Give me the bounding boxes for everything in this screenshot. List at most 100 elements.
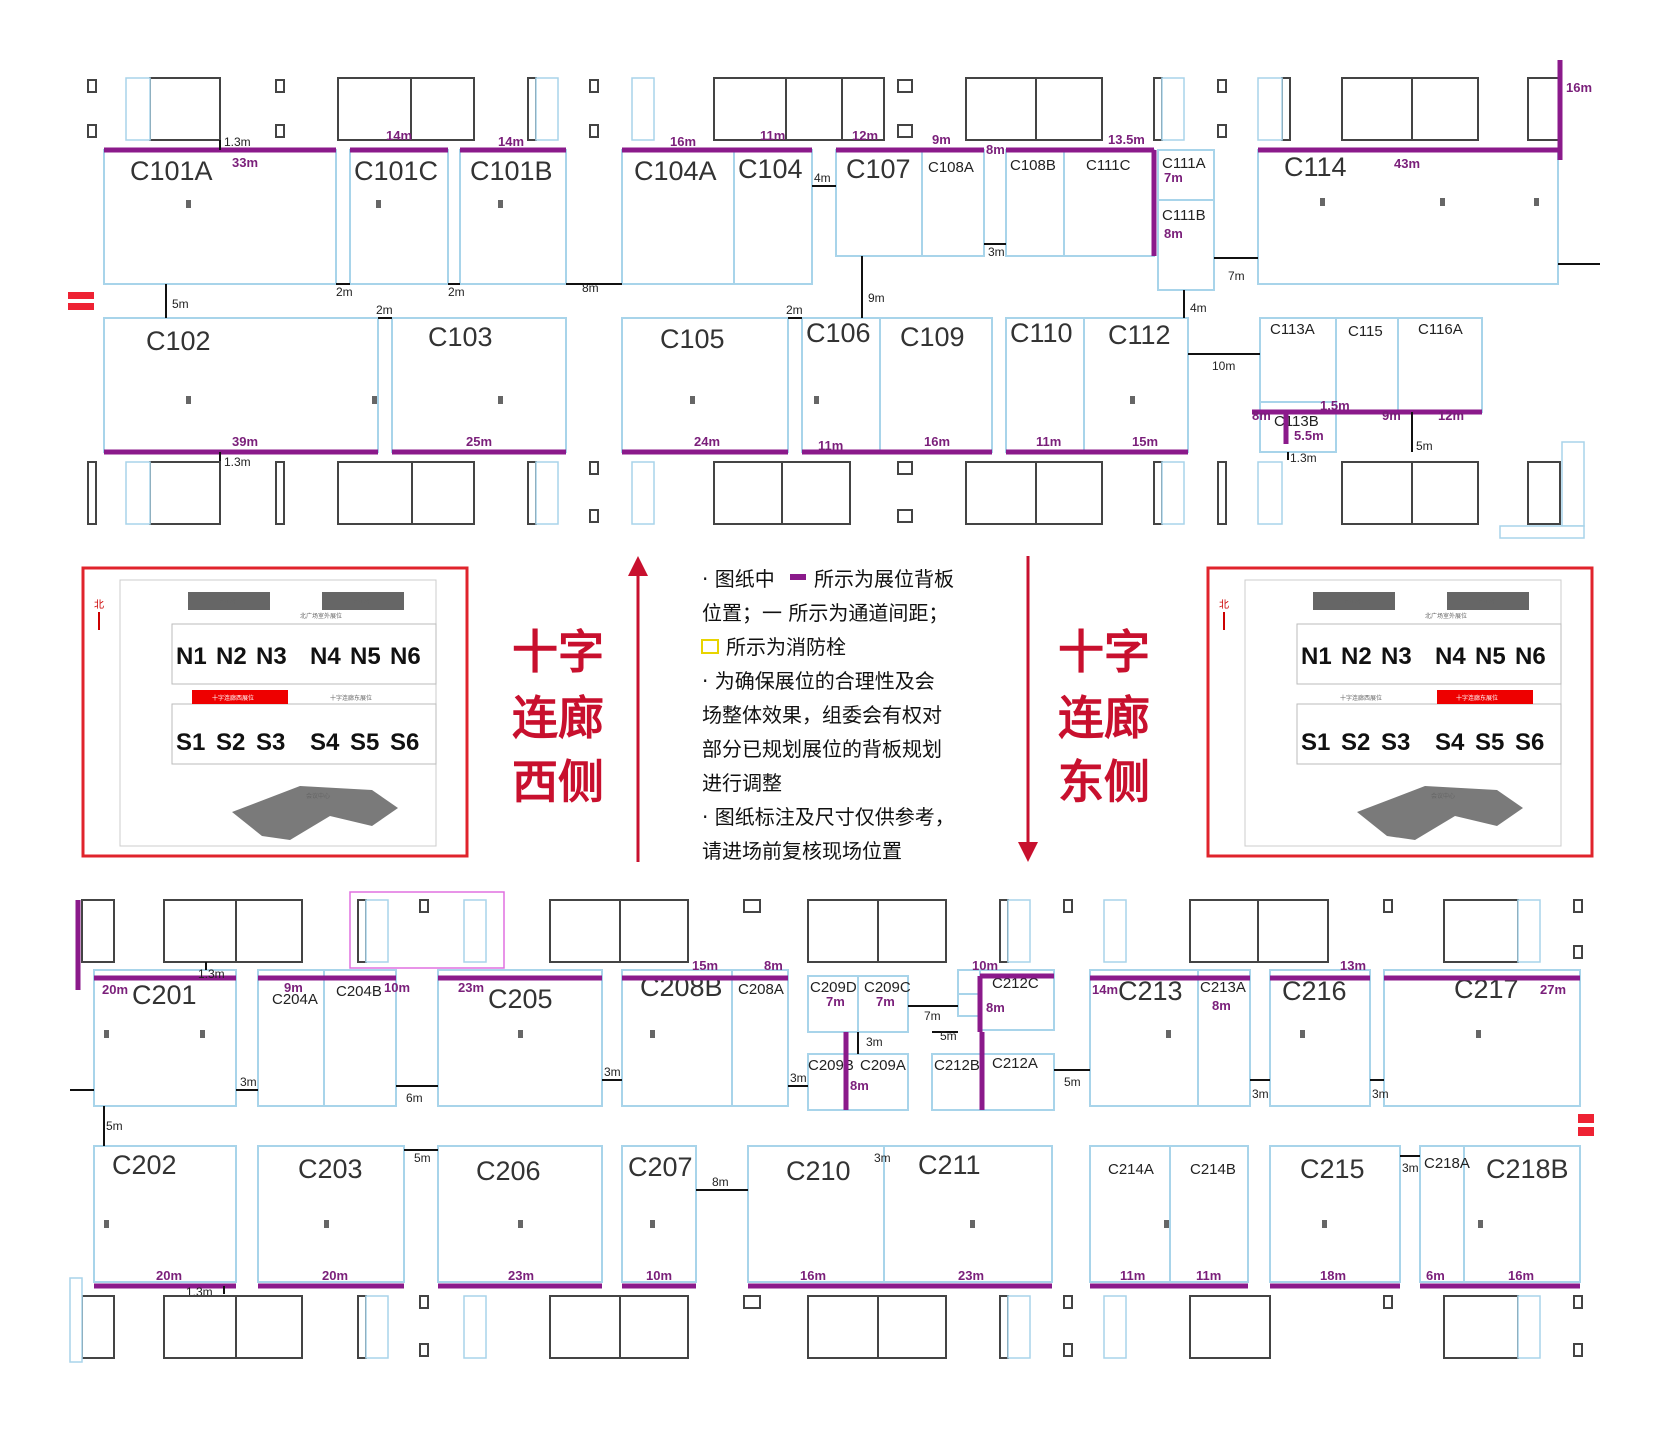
legend-line7: 进行调整 [702,771,782,795]
backboard-dim: 14m [498,134,524,149]
aisle-dim: 2m [786,303,803,317]
inset-zone-N1: N1 [176,643,207,670]
booth-label-C106: C106 [806,318,871,348]
inset-north-plaza-label: 北广场室外展位 [1425,612,1467,620]
booth-label-C103: C103 [428,322,493,352]
backboard-dim: 13m [1340,958,1366,973]
booth-label-C111A: C111A [1162,155,1206,172]
aisle-dim: 5m [940,1029,957,1043]
inset-map-east: 停车楼 停车楼 北广场室外展位 十字连廊西展位 十字连廊东展位 N1 N2 N3… [1206,566,1594,858]
east-entrance-icon [1578,1114,1594,1136]
backboard-dim: 1.5m [1320,398,1350,413]
inset-zone-S3: S3 [1381,729,1410,756]
booth-label-C116A: C116A [1418,321,1463,338]
booth-label-C203: C203 [298,1154,363,1184]
backboard-dim: 7m [876,994,895,1009]
aisle-dim: 5m [1064,1075,1081,1089]
aisle-dim: 3m [790,1071,807,1085]
inset-zone-N2: N2 [216,643,247,670]
south-booth-labels: C201 C204A C204B C205 C208B C208A C209D … [112,972,1569,1186]
aisle-dim: 5m [106,1119,123,1133]
booth-label-C202: C202 [112,1150,177,1180]
legend-line6: 部分已规划展位的背板规划 [702,737,942,761]
south-hydrant-marks [104,1030,1483,1228]
booth-label-C204A: C204A [272,991,318,1008]
backboard-dim: 8m [986,1000,1005,1015]
backboard-dim: 10m [646,1268,672,1283]
booth-label-C111C: C111C [1086,157,1131,174]
inset-parking-label: 停车楼 [218,598,236,606]
inset-corridor-west-label: 十字连廊西展位 [1340,694,1382,702]
booth-label-C114: C114 [1284,152,1347,182]
backboard-dim: 10m [384,980,410,995]
aisle-dim: 5m [172,297,189,311]
down-arrow-icon [1018,556,1038,862]
booth-label-C108B: C108B [1010,157,1056,174]
corridor-east-title: 十字 连廊 东侧 [1058,625,1150,809]
aisle-dim: 3m [1372,1087,1389,1101]
inset-zone-S1: S1 [176,729,205,756]
booth-label-C115: C115 [1348,323,1383,340]
booth-label-C215: C215 [1300,1154,1365,1184]
aisle-dim: 3m [866,1035,883,1049]
booth-label-C205: C205 [488,984,553,1014]
booth-label-C209D: C209D [810,979,857,996]
aisle-dim: 8m [582,281,599,295]
legend-line1b: 所示为展位背板 [814,567,954,591]
booth-label-C210: C210 [786,1156,851,1186]
title-west-line2: 连廊 [512,691,604,745]
legend-line5: 场整体效果，组委会有权对 [702,703,942,727]
title-east-line3: 东侧 [1058,755,1150,809]
aisle-dim: 3m [874,1151,891,1165]
aisle-dim: 5m [414,1151,431,1165]
aisle-dim: 2m [336,285,353,299]
aisle-dim: 3m [1402,1161,1419,1175]
north-arrow-icon: 北 [94,599,104,611]
backboard-dim: 23m [508,1268,534,1283]
inset-zone-S4: S4 [1435,729,1465,756]
legend-line1: · 图纸中 [702,567,775,591]
booth-label-C107: C107 [846,154,911,184]
backboard-dim: 20m [322,1268,348,1283]
backboard-dim: 15m [1132,434,1158,449]
inset-zone-S4: S4 [310,729,340,756]
legend-notes: · 图纸中 所示为展位背板 位置；一 所示为通道间距； 所示为消防栓 · 为确保… [701,567,955,863]
booth-label-C212B: C212B [934,1057,980,1074]
backboard-dim: 8m [764,958,783,973]
backboard-dim: 12m [852,128,878,143]
inset-zone-N6: N6 [1515,643,1546,670]
backboard-dim: 8m [986,142,1005,157]
backboard-dim: 43m [1394,156,1420,171]
backboard-dim: 9m [932,132,951,147]
inset-zone-N1: N1 [1301,643,1332,670]
fire-hydrant-icon [701,639,719,654]
backboard-dim: 24m [694,434,720,449]
booth-label-C216: C216 [1282,976,1347,1006]
legend-line3: 所示为消防栓 [726,635,846,659]
south-bottom-structures [81,1295,1583,1359]
booth-label-C101C: C101C [354,156,438,186]
aisle-dim: 7m [1228,269,1245,283]
north-booth-labels: C101A C101C C101B C104A C104 C107 C108A … [130,152,1463,430]
backboard-dim: 25m [466,434,492,449]
booth-label-C109: C109 [900,322,965,352]
north-aisle-labels: 1.3m 4m 3m 5m 2m 2m 8m 2m 2m 9m 7m 4m 10… [172,135,1433,469]
legend-line9: 请进场前复核现场位置 [702,839,902,863]
aisle-dim: 10m [1212,359,1235,373]
title-east-line1: 十字 [1058,625,1150,679]
booth-label-C113A: C113A [1270,321,1315,338]
inset-zone-N6: N6 [390,643,421,670]
south-top-structures [81,899,1583,963]
aisle-dim: 3m [604,1065,621,1079]
south-aisle-labels: 1.3m 3m 6m 3m 3m 7m 3m 5m 5m 3m 3m 5m 5m… [106,967,1419,1299]
backboard-dim: 12m [1438,408,1464,423]
inset-zone-N3: N3 [1381,643,1412,670]
backboard-dim: 11m [1120,1268,1145,1283]
booth-label-C209C: C209C [864,979,911,996]
backboard-dim: 16m [1566,80,1592,95]
booth-label-C212C: C212C [992,975,1039,992]
backboard-dim: 6m [1426,1268,1445,1283]
legend-line2: 位置；一 所示为通道间距； [702,601,948,625]
north-bottom-small-booths [125,441,1585,539]
